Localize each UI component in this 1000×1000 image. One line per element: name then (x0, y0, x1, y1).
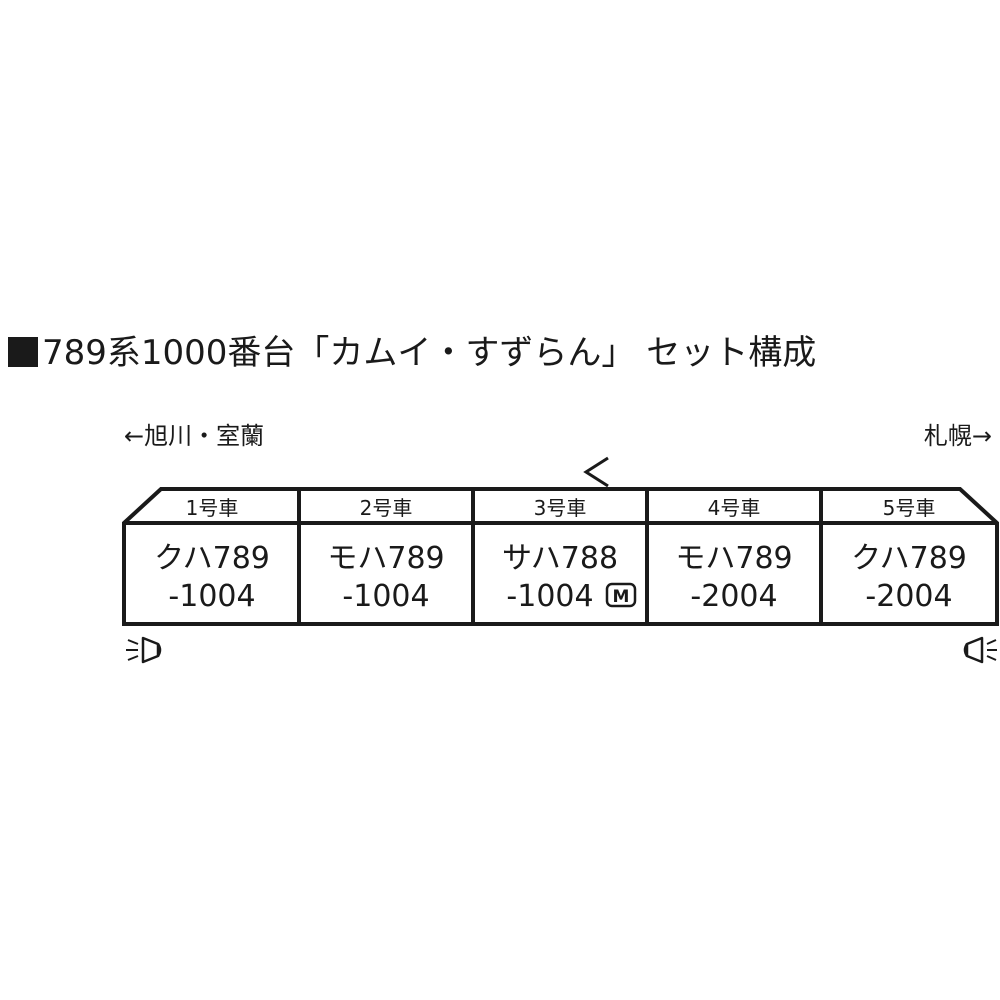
headlight-icon (963, 636, 997, 664)
car-type-label: モハ789 (327, 541, 444, 576)
car-serial-label: -2004 (865, 579, 952, 614)
headlight-icon (126, 636, 162, 664)
car-serial-label: -1004 (506, 579, 593, 614)
direction-right-label: 札幌→ (923, 422, 992, 450)
car-serial-label: -1004 (342, 579, 429, 614)
car-type-label: クハ789 (851, 541, 967, 576)
car-number-label: 4号車 (708, 496, 761, 520)
motor-badge-label: M (613, 587, 630, 607)
car-serial-label: -1004 (168, 579, 255, 614)
car-type-label: サハ788 (502, 541, 618, 576)
car-serial-label: -2004 (690, 579, 777, 614)
car-number-label: 1号車 (186, 496, 239, 520)
car-type-label: クハ789 (154, 541, 270, 576)
motor-badge: M (605, 582, 637, 608)
car-number-label: 2号車 (360, 496, 413, 520)
car-number-label: 5号車 (883, 496, 936, 520)
car-type-label: モハ789 (675, 541, 792, 576)
square-bullet-icon (8, 337, 38, 367)
car-number-label: 3号車 (534, 496, 587, 520)
direction-left-label: ←旭川・室蘭 (124, 422, 265, 450)
pantograph-icon (583, 456, 609, 488)
title-text: 789系1000番台「カムイ・すずらん」 セット構成 (42, 333, 817, 373)
page-title: 789系1000番台「カムイ・すずらん」 セット構成 (8, 330, 816, 376)
